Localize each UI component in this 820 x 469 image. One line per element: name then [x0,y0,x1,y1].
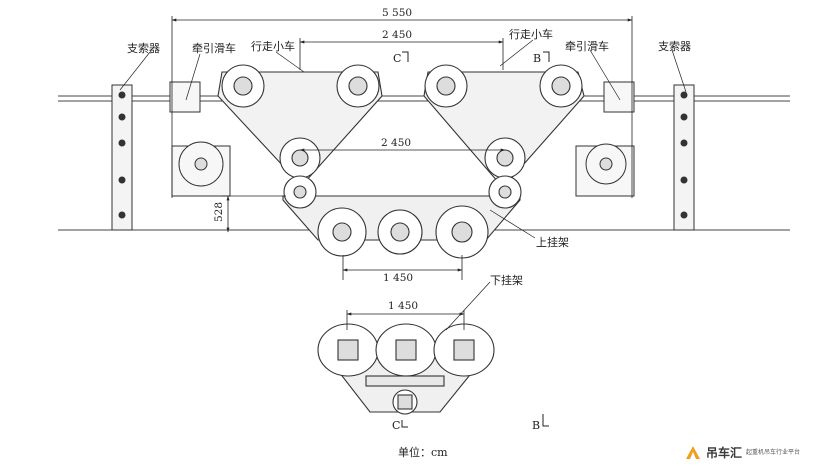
upper-hanger-frame [282,175,522,259]
label-trolley-left: 行走小车 [251,39,295,53]
label-trolley-right: 行走小车 [509,27,553,41]
unit-caption: 单位：cm [398,446,448,459]
label-lower-frame: 下挂架 [490,273,523,287]
left-support-device [111,84,133,231]
leader-lines [119,39,687,331]
lower-hanger-frame [317,323,495,415]
dim-total-width: 5 550 [382,7,412,19]
section-mark-b-top: B [533,52,541,65]
right-traction-pulley [575,81,635,197]
dimension-lines [171,16,633,330]
right-trolley [423,64,585,183]
section-mark-c-bottom: C [392,419,400,432]
label-pulley-right: 牵引滑车 [565,39,609,53]
section-markers [401,51,550,428]
label-support-left: 支索器 [127,41,160,55]
section-mark-c-top: C [393,52,401,65]
label-upper-frame: 上挂架 [536,235,569,249]
watermark: 吊车汇 起重机吊车行业平台 [684,441,816,463]
dim-trolley-spacing-top: 2 450 [382,29,412,41]
dim-trolley-spacing-mid: 2 450 [381,137,411,149]
left-traction-pulley [169,81,231,197]
watermark-slogan: 起重机吊车行业平台 [746,448,801,456]
right-support-device [673,84,695,231]
section-mark-b-bottom: B [532,419,540,432]
crane-logo-icon [686,446,700,459]
dim-height-528: 528 [213,202,225,222]
watermark-brand: 吊车汇 [706,445,743,460]
label-pulley-left: 牵引滑车 [192,41,236,55]
dim-lower-wheel-span: 1 450 [388,300,418,312]
dim-upper-wheel-span: 1 450 [383,272,413,284]
left-trolley [217,64,383,183]
label-support-right: 支索器 [658,39,691,53]
